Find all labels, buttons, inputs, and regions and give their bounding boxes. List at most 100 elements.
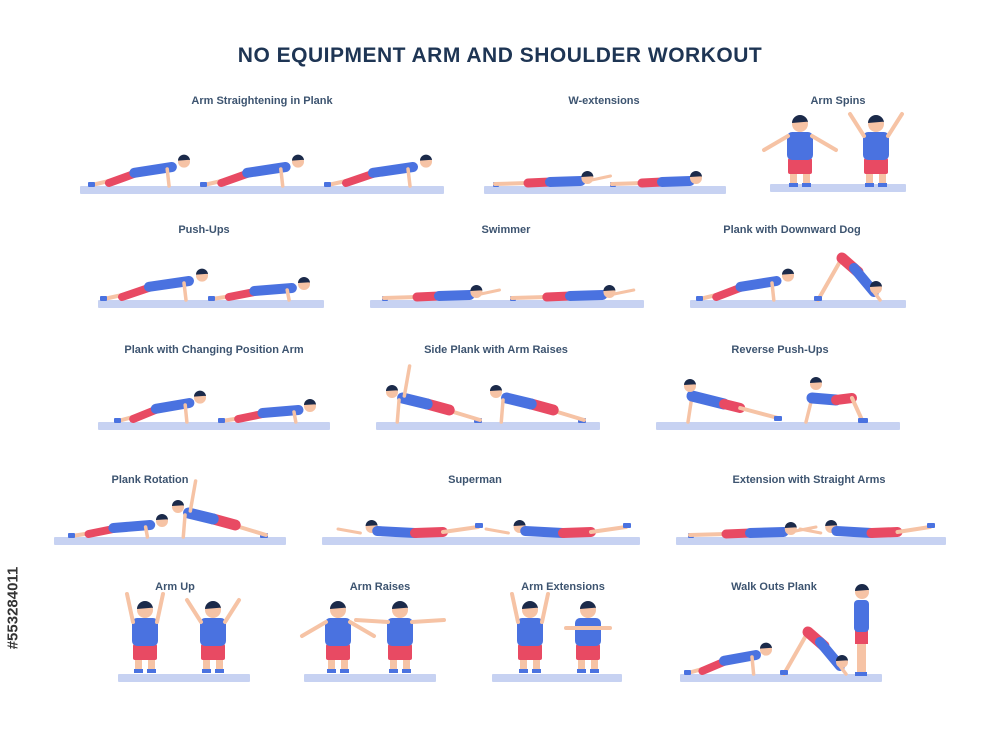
figure-leg <box>803 174 810 184</box>
figure-leg <box>816 256 844 302</box>
figure-arm <box>125 592 135 624</box>
figure-leg <box>520 660 527 670</box>
figure-arm <box>143 525 150 539</box>
figure-hair <box>690 171 702 177</box>
figure-shoe <box>208 296 215 301</box>
figure-hair <box>196 268 208 275</box>
figure-shorts <box>855 630 868 644</box>
figure-arm <box>762 134 790 152</box>
exercise-mat <box>118 674 250 682</box>
figure-shorts <box>201 644 225 660</box>
figure-hair <box>855 584 869 591</box>
figure-shoe <box>68 533 75 538</box>
exercise-mat <box>492 674 622 682</box>
figure-torso <box>520 526 568 538</box>
figure-shoe <box>802 183 811 187</box>
figure-torso <box>831 526 877 538</box>
exercise-label-extension-with-straight-arms: Extension with Straight Arms <box>732 474 886 486</box>
figure-shorts <box>133 644 157 660</box>
figure-hair <box>298 277 310 283</box>
figure-shoe <box>774 416 782 421</box>
figure-arm <box>279 167 285 188</box>
figure-arm <box>750 655 756 676</box>
exercise-label-swimmer: Swimmer <box>481 224 531 236</box>
figure-hair <box>792 115 808 123</box>
figure-arm <box>223 598 241 624</box>
figure-shoe <box>147 669 156 673</box>
figure-shorts <box>576 644 600 660</box>
figure-torso <box>144 276 194 292</box>
figure-torso <box>183 507 219 525</box>
figure-torso <box>200 618 226 646</box>
exercise-label-arm-raises: Arm Raises <box>349 581 411 593</box>
figure-shoe <box>475 523 483 528</box>
figure-hair <box>522 601 538 609</box>
figure-shorts <box>831 393 857 405</box>
figure-leg <box>738 406 780 420</box>
figure-arm <box>354 618 390 624</box>
figure-leg <box>790 174 797 184</box>
figure-torso <box>745 527 789 538</box>
figure-leg <box>866 174 873 184</box>
figure-arm <box>183 403 189 424</box>
figure-arm <box>165 167 171 188</box>
figure-leg <box>403 660 410 670</box>
figure-shoe <box>858 418 868 423</box>
stock-id-watermark: #553284011 <box>2 498 24 718</box>
figure-shoe <box>789 183 798 187</box>
figure-leg <box>782 630 810 676</box>
figure-arm <box>798 527 823 535</box>
exercise-label-push-ups: Push-Ups <box>178 224 230 236</box>
exercise-label-w-extensions: W-extensions <box>568 95 640 107</box>
figure-shorts <box>788 158 812 174</box>
figure-shoe <box>402 669 411 673</box>
exercise-label-arm-spins: Arm Spins <box>810 95 866 107</box>
figure-hair <box>868 115 884 123</box>
figure-hair <box>810 377 822 383</box>
stock-id-text: #553284011 <box>4 566 22 650</box>
figure-arm <box>810 134 838 152</box>
figure-shoe <box>324 182 331 187</box>
figure-leg <box>510 295 549 300</box>
figure-shoe <box>88 182 95 187</box>
figure-hair <box>684 379 696 385</box>
figure-shoe <box>590 669 599 673</box>
figure-shoe <box>865 183 874 187</box>
figure-arm <box>348 620 376 638</box>
figure-leg <box>857 638 866 674</box>
exercise-label-plank-with-downward-dog: Plank with Downward Dog <box>723 224 861 236</box>
figure-hair <box>205 601 221 609</box>
figure-shorts <box>866 527 903 538</box>
figure-torso <box>132 618 158 646</box>
figure-arm <box>479 288 501 296</box>
figure-shoe <box>327 669 336 673</box>
figure-arm <box>285 288 291 302</box>
figure-torso <box>434 290 475 301</box>
figure-leg <box>390 660 397 670</box>
figure-hair <box>172 500 184 506</box>
figure-hair <box>784 522 797 528</box>
figure-torso <box>368 162 418 178</box>
figure-leg <box>135 660 142 670</box>
figure-torso <box>501 392 537 410</box>
figure-hair <box>470 285 483 291</box>
figure-arm <box>182 281 188 302</box>
figure-arm <box>540 592 550 624</box>
figure-arm <box>300 620 328 638</box>
figure-shorts <box>118 283 153 301</box>
exercise-mat <box>680 674 882 682</box>
figure-arm <box>292 410 298 424</box>
figure-torso <box>242 162 291 178</box>
figure-leg <box>591 660 598 670</box>
exercise-mat <box>376 422 600 430</box>
figure-hair <box>420 154 432 161</box>
figure-leg <box>328 660 335 670</box>
exercise-mat <box>98 300 324 308</box>
exercise-label-reverse-push-ups: Reverse Push-Ups <box>731 344 829 356</box>
figure-shorts <box>864 158 888 174</box>
figure-shorts <box>518 644 542 660</box>
figure-leg <box>589 525 628 534</box>
figure-arm <box>155 592 165 624</box>
figure-shoe <box>215 669 224 673</box>
